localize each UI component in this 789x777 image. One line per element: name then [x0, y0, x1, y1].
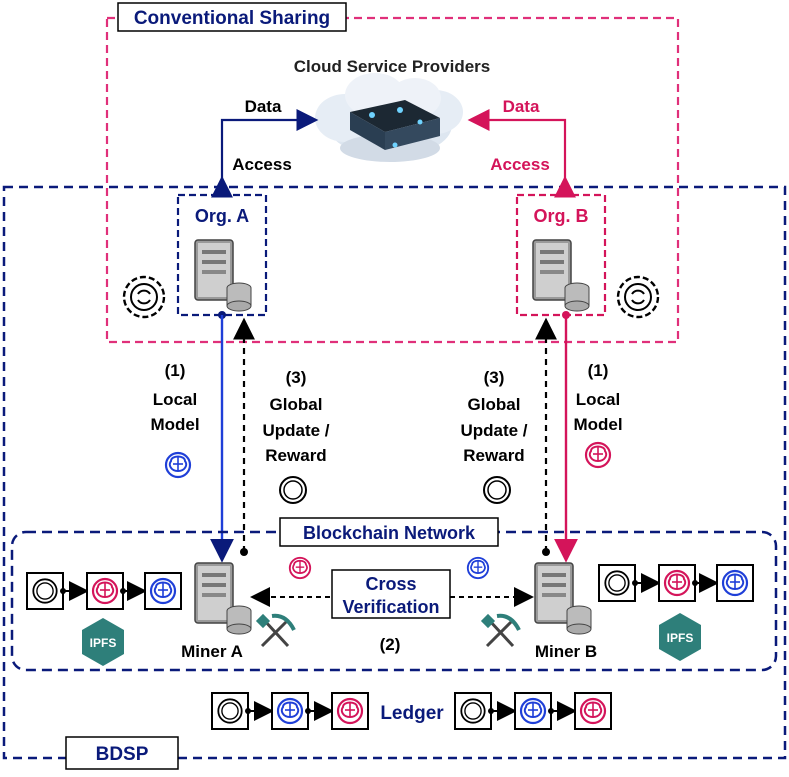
data-access-arrow-right — [467, 109, 576, 198]
blockchain-network-title: Blockchain Network — [303, 523, 476, 543]
ipfs-label-left: IPFS — [90, 636, 117, 650]
step1-right-number: (1) — [588, 361, 609, 380]
reward-coin-icon-right — [483, 476, 511, 504]
ipfs-icon-right — [659, 613, 701, 661]
step3-right-line2: Update / — [460, 421, 527, 440]
coin-icon — [604, 570, 630, 596]
org-a-server-icon — [194, 239, 252, 312]
step3-left-number: (3) — [286, 368, 307, 387]
step1-left-line1: Local — [153, 390, 197, 409]
gear-sync-icon-left — [122, 275, 166, 319]
conventional-sharing-title-box — [117, 2, 347, 32]
miner-a-label: Miner A — [181, 642, 243, 661]
brain-icon-cross-right — [466, 556, 490, 580]
ledger-label: Ledger — [380, 703, 444, 724]
conventional-sharing-title: Conventional Sharing — [134, 8, 330, 29]
bdsp-boundary — [2, 185, 787, 760]
org-a-box — [176, 193, 268, 317]
blockchain-network-title-box — [279, 517, 499, 547]
bdsp-label: BDSP — [96, 744, 149, 765]
step1-left-number: (1) — [165, 361, 186, 380]
cross-verification-line1: Cross — [365, 574, 416, 594]
ipfs-icon-left — [82, 618, 124, 666]
brain-icon-cross-left — [288, 556, 312, 580]
access-label-left: Access — [232, 155, 292, 174]
step3-left-line2: Update / — [262, 421, 329, 440]
cross-verification-box — [331, 569, 451, 619]
conventional-sharing-boundary — [105, 16, 680, 344]
step3-right-line1: Global — [468, 395, 521, 414]
data-label-left: Data — [245, 97, 282, 116]
gear-sync-icon-right — [616, 275, 660, 319]
miner-b-server-icon — [534, 562, 592, 635]
ledger-chain — [211, 692, 612, 730]
cloud-icon — [315, 73, 463, 162]
data-label-right: Data — [503, 97, 540, 116]
access-label-right: Access — [490, 155, 550, 174]
org-a-label: Org. A — [195, 206, 249, 226]
cross-verification-line2: Verification — [342, 597, 439, 617]
pickaxe-icon-right — [480, 613, 521, 648]
local-model-brain-icon-right — [584, 441, 612, 469]
step1-right-line1: Local — [576, 390, 620, 409]
miner-b-label: Miner B — [535, 642, 597, 661]
step1-left-line2: Model — [150, 415, 199, 434]
pickaxe-icon-left — [255, 613, 296, 648]
org-b-label: Org. B — [533, 206, 588, 226]
reward-coin-icon-left — [279, 476, 307, 504]
step3-right-number: (3) — [484, 368, 505, 387]
miner-a-server-icon — [194, 562, 252, 635]
step3-right-line3: Reward — [463, 446, 524, 465]
coin-icon — [32, 578, 58, 604]
step2-label: (2) — [380, 635, 401, 654]
step1-right-line2: Model — [573, 415, 622, 434]
bdsp-title-box — [65, 736, 179, 770]
step3-left-line3: Reward — [265, 446, 326, 465]
data-access-arrow-left — [211, 109, 319, 198]
cloud-service-providers-label: Cloud Service Providers — [294, 57, 491, 76]
local-model-brain-icon-left — [164, 451, 192, 479]
step3-left-line1: Global — [270, 395, 323, 414]
ipfs-label-right: IPFS — [667, 631, 694, 645]
org-b-server-icon — [532, 239, 590, 312]
org-b-box — [515, 193, 607, 317]
